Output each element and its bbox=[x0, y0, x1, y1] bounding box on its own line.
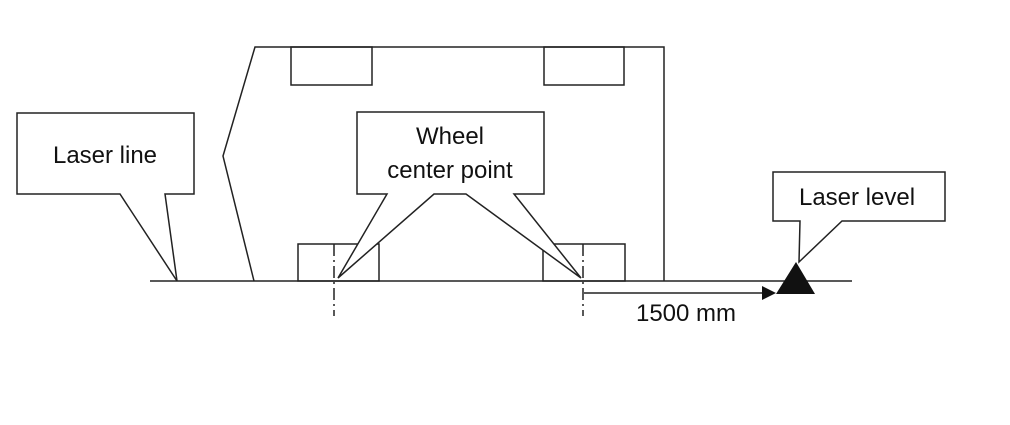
vehicle-body bbox=[222, 46, 665, 282]
wheel-center-label-2: center point bbox=[387, 157, 513, 184]
distance-label: 1500 mm bbox=[636, 300, 736, 327]
laser-level-triangle-icon bbox=[776, 262, 815, 294]
distance-arrowhead-icon bbox=[762, 286, 776, 300]
rear-wheel bbox=[542, 243, 626, 282]
wheel-center-label-1: Wheel bbox=[416, 123, 484, 150]
rear-window bbox=[543, 46, 625, 86]
laser-level-label: Laser level bbox=[799, 184, 915, 211]
laser-line-label: Laser line bbox=[53, 142, 157, 169]
laser-level-callout bbox=[772, 171, 946, 264]
front-wheel bbox=[297, 243, 380, 282]
laser-line-callout bbox=[16, 112, 195, 282]
front-window bbox=[290, 46, 373, 86]
wheel-center-callout bbox=[337, 111, 582, 279]
